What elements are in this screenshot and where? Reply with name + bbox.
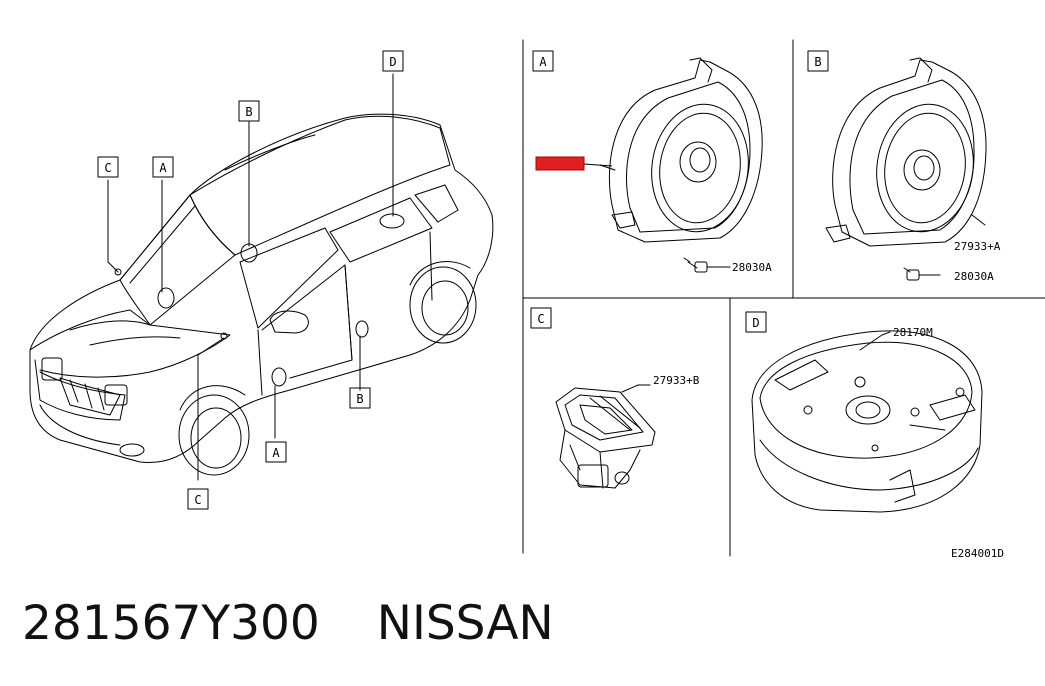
marker-label-a: A bbox=[159, 161, 167, 175]
panel-b-part-label: 27933+A bbox=[954, 240, 1001, 253]
highlight-marker bbox=[535, 156, 585, 171]
panel-d-part-label: 28170M bbox=[893, 326, 933, 339]
panel-d-letter: D bbox=[752, 316, 759, 330]
vehicle-illustration bbox=[29, 73, 494, 481]
panel-b-screw-label: 28030A bbox=[954, 270, 994, 283]
marker-label-c: C bbox=[194, 493, 201, 507]
marker-label-d: D bbox=[389, 55, 396, 69]
panel-a-letter: A bbox=[539, 55, 547, 69]
subwoofer-illustration bbox=[751, 330, 983, 513]
speaker-a-illustration bbox=[599, 57, 763, 273]
panel-a-screw-label: 28030A bbox=[732, 261, 772, 274]
brand-name: NISSAN bbox=[376, 596, 554, 651]
panel-dividers bbox=[522, 39, 1045, 557]
marker-label-b: B bbox=[245, 105, 252, 119]
figure-code: E284001D bbox=[951, 547, 1004, 560]
panel-c-letter: C bbox=[537, 312, 544, 326]
part-caption: 281567Y300 NISSAN bbox=[22, 596, 554, 651]
part-number: 281567Y300 bbox=[22, 596, 320, 651]
marker-label-c: C bbox=[104, 161, 111, 175]
panel-a-part-label: 27933 bbox=[538, 158, 571, 171]
marker-label-a: A bbox=[272, 446, 280, 460]
tweeter-illustration bbox=[555, 384, 656, 489]
marker-label-b: B bbox=[356, 392, 363, 406]
panel-c-part-label: 27933+B bbox=[653, 374, 700, 387]
panel-b-letter: B bbox=[814, 55, 821, 69]
marker-boxes bbox=[97, 50, 829, 510]
speaker-b-illustration bbox=[825, 57, 987, 281]
